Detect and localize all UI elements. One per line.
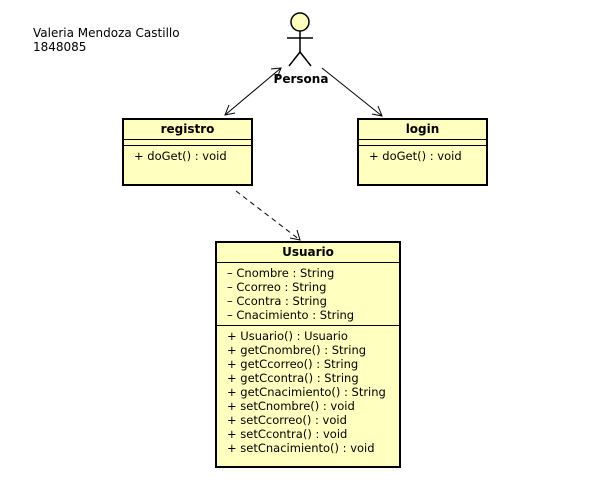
operation-item: + Usuario() : Usuario (227, 329, 348, 343)
arrowhead-to-login (371, 105, 383, 117)
operation-item: + getCcorreo() : String (227, 357, 359, 371)
arrowhead-to-persona (270, 67, 282, 79)
class-login-operations: + doGet() : void (359, 146, 486, 166)
actor-head (290, 12, 310, 32)
author-block: Valeria Mendoza Castillo 1848085 (33, 26, 180, 54)
class-registro[interactable]: registro + doGet() : void (122, 118, 253, 186)
class-login[interactable]: login + doGet() : void (357, 118, 488, 186)
author-name: Valeria Mendoza Castillo (33, 26, 180, 40)
class-registro-attributes (124, 140, 251, 146)
actor-persona-icon[interactable] (287, 12, 313, 67)
class-usuario-operations: + Usuario() : Usuario + getCnombre() : S… (217, 326, 399, 458)
class-registro-name: registro (124, 120, 251, 140)
arrowhead-to-registro (224, 104, 236, 116)
operation-item: + getCnombre() : String (227, 343, 367, 357)
association-persona-login[interactable] (321, 67, 383, 117)
attribute-item: – Cnacimiento : String (227, 308, 355, 322)
dependency-registro-usuario[interactable] (235, 190, 301, 241)
actor-left-leg (288, 51, 301, 67)
operation-item: + getCnacimiento() : String (227, 385, 386, 399)
class-usuario[interactable]: Usuario – Cnombre : String – Ccorreo : S… (215, 241, 401, 468)
author-id: 1848085 (33, 40, 87, 54)
operation-item: + doGet() : void (369, 149, 462, 163)
attribute-item: – Ccorreo : String (227, 280, 327, 294)
class-registro-operations: + doGet() : void (124, 146, 251, 166)
arrowhead-to-usuario (289, 229, 301, 241)
operation-item: + setCcontra() : void (227, 427, 348, 441)
attribute-item: – Ccontra : String (227, 294, 327, 308)
operation-item: + setCnacimiento() : void (227, 441, 375, 455)
class-usuario-name: Usuario (217, 243, 399, 263)
class-login-name: login (359, 120, 486, 140)
actor-right-leg (299, 51, 312, 67)
attribute-item: – Cnombre : String (227, 266, 335, 280)
operation-item: + setCnombre() : void (227, 399, 355, 413)
operation-item: + doGet() : void (134, 149, 227, 163)
class-login-attributes (359, 140, 486, 146)
actor-label: Persona (273, 72, 329, 86)
association-persona-registro[interactable] (224, 67, 282, 116)
class-usuario-attributes: – Cnombre : String – Ccorreo : String – … (217, 263, 399, 326)
operation-item: + setCcorreo() : void (227, 413, 347, 427)
operation-item: + getCcontra() : String (227, 371, 359, 385)
